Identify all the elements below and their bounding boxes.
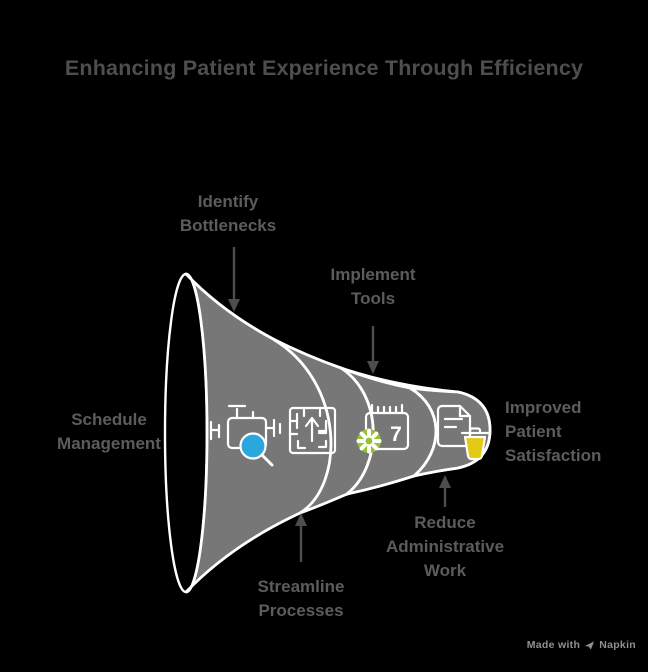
calendar-digit: 7: [390, 423, 402, 446]
funnel-mouth-rim: [163, 272, 209, 594]
label-identify-bottlenecks: Identify Bottlenecks: [179, 192, 277, 235]
calendar-gear-icon: 7: [356, 403, 410, 454]
arrow-identify-bottlenecks: [228, 247, 240, 312]
engine-search-icon: [209, 404, 282, 467]
document-trash-icon: [436, 404, 490, 461]
diagram-title: Enhancing Patient Experience Through Eff…: [64, 56, 584, 80]
brand-text: Napkin: [599, 639, 636, 651]
napkin-credit[interactable]: Made with Napkin: [527, 639, 636, 651]
arrow-implement-tools: [367, 326, 379, 374]
napkin-logo-icon: [585, 640, 595, 650]
label-implement-tools: Implement Tools: [330, 265, 416, 308]
maze-icon: [288, 406, 337, 455]
label-reduce-administrative-work: Reduce Administrative Work: [385, 513, 505, 580]
arrow-reduce-administrative-work: [439, 475, 451, 507]
label-schedule-management: Schedule Management: [57, 410, 161, 453]
arrow-streamline-processes: [295, 513, 307, 562]
label-streamline-processes: Streamline Processes: [257, 577, 345, 620]
label-improved-patient-satisfaction: Improved Patient Satisfaction: [505, 398, 602, 465]
made-with-text: Made with: [526, 639, 581, 651]
